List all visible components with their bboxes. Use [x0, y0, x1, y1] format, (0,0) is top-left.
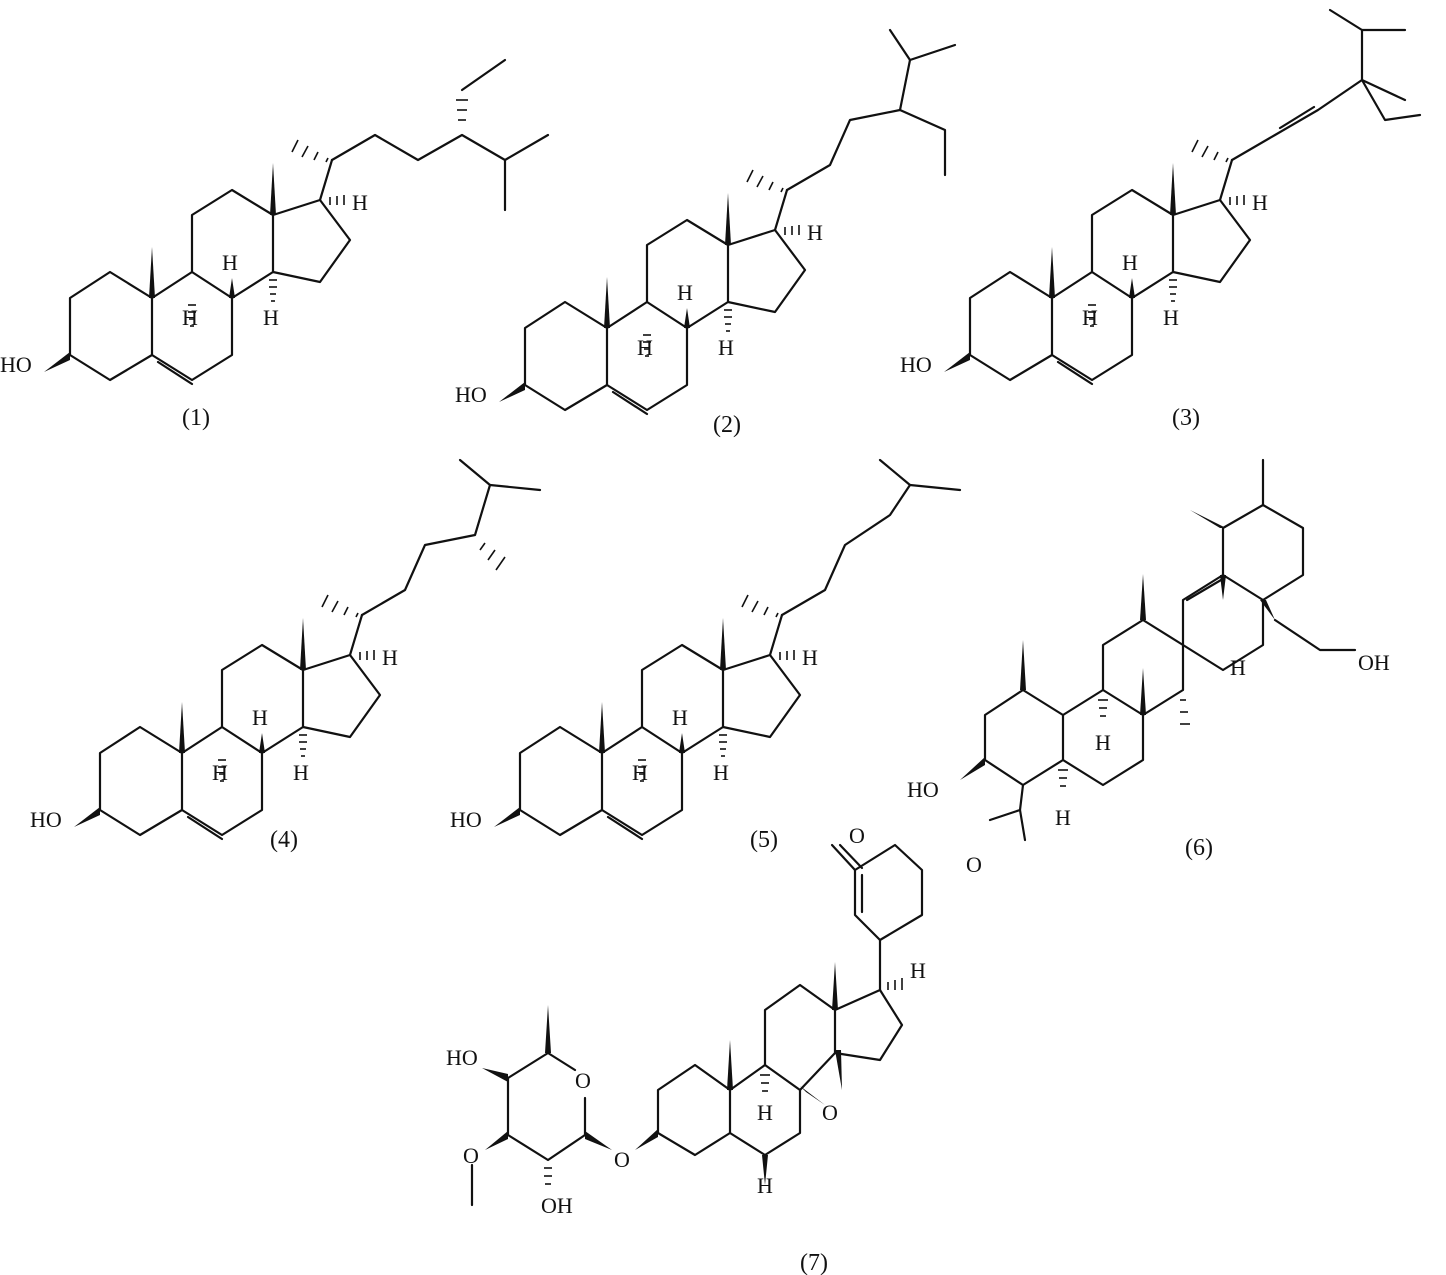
compound-label: (3) [1172, 405, 1200, 431]
compound-4: H H H H HO (4) [30, 458, 542, 853]
h-label: H [1055, 805, 1071, 830]
h-label: H [382, 645, 398, 670]
h-label: H [182, 305, 198, 330]
h-label: H [807, 220, 823, 245]
h-label: H [637, 335, 653, 360]
h-label: H [352, 190, 368, 215]
h-label: H [910, 958, 926, 983]
compound-3: H H H H HO (3) [900, 8, 1422, 431]
h-label: H [1163, 305, 1179, 330]
h-label: H [757, 1100, 773, 1125]
compound-label: (2) [713, 412, 741, 438]
compound-label: (1) [182, 405, 210, 431]
h-label: H [677, 280, 693, 305]
hydroxyl-label: HO [455, 382, 487, 407]
h-label: H [757, 1173, 773, 1198]
h-label: H [263, 305, 279, 330]
h-label: H [802, 645, 818, 670]
h-label: H [1230, 655, 1246, 680]
h-label: H [1252, 190, 1268, 215]
h-label: H [1122, 250, 1138, 275]
compound-6: H H H HO OH (6) [907, 458, 1390, 861]
hydroxymethyl-label: OH [1358, 650, 1390, 675]
compound-label: (5) [750, 827, 778, 853]
compound-label: (6) [1185, 835, 1213, 861]
compound-2: H H H H HO (2) [455, 28, 957, 438]
sugar-hydroxyl2-label: OH [541, 1193, 573, 1218]
hydroxyl-label: HO [907, 777, 939, 802]
h-label: H [212, 760, 228, 785]
h-label: H [672, 705, 688, 730]
sugar-hydroxyl-label: HO [446, 1045, 478, 1070]
h-label: H [252, 705, 268, 730]
h-label: H [222, 250, 238, 275]
compound-7: HO O O OH O O O H H H O (7) [446, 823, 982, 1275]
methoxy-oxygen-label: O [463, 1143, 479, 1168]
hydroxyl-label: HO [30, 807, 62, 832]
compound-label: (7) [800, 1250, 828, 1275]
lactone-oxygen-label: O [966, 852, 982, 877]
hydroxyl-label: HO [450, 807, 482, 832]
compound-1: H H H H HO (1) [0, 58, 550, 431]
hydroxyl-label: HO [0, 352, 32, 377]
h-label: H [1082, 305, 1098, 330]
compound-label: (4) [270, 827, 298, 853]
h-label: H [632, 760, 648, 785]
h-label: H [718, 335, 734, 360]
h-label: H [713, 760, 729, 785]
carbonyl-oxygen-label: O [849, 823, 865, 848]
glycosidic-oxygen-label: O [614, 1147, 630, 1172]
hydroxyl-label: HO [900, 352, 932, 377]
compound-5: H H H H HO (5) [450, 458, 962, 853]
ring-oxygen-label: O [575, 1068, 591, 1093]
epoxide-oxygen-label: O [822, 1100, 838, 1125]
h-label: H [293, 760, 309, 785]
h-label: H [1095, 730, 1111, 755]
